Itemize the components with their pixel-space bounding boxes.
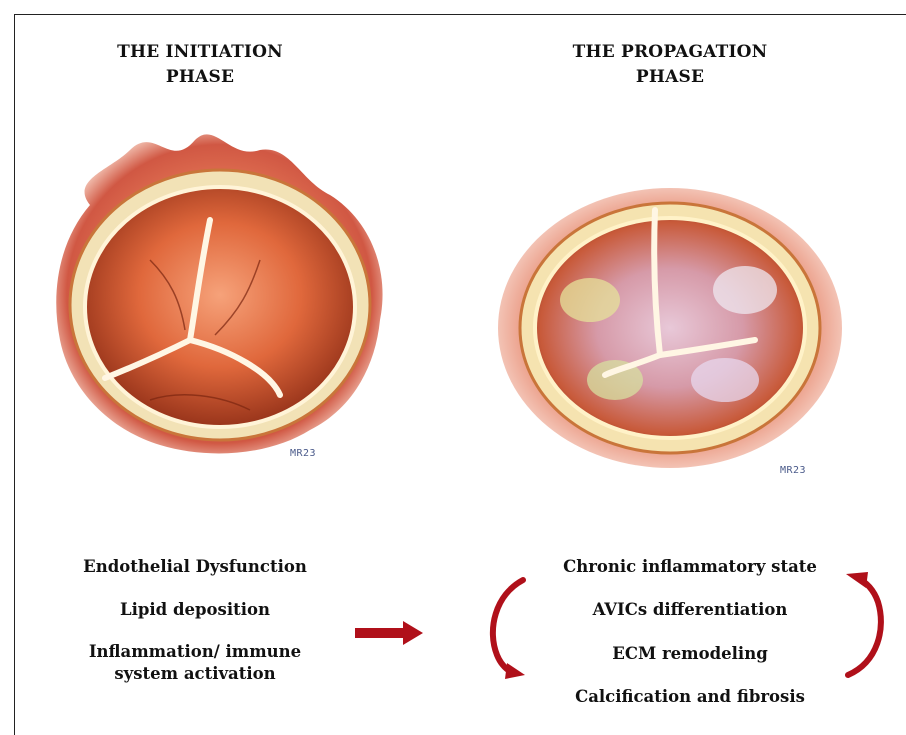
initiation-signature: MR23 <box>290 448 316 459</box>
propagation-title-line1: THE PROPAGATION <box>520 40 820 65</box>
propagation-valve-ring <box>520 203 820 453</box>
progression-arrow <box>355 618 425 648</box>
propagation-title-line2: PHASE <box>520 65 820 90</box>
propagation-phase-title: THE PROPAGATION PHASE <box>520 40 820 90</box>
propagation-label-ecm-remodeling: ECM remodeling <box>540 643 840 665</box>
initiation-label-inflammation: Inflammation/ immune system activation <box>60 641 330 685</box>
initiation-valve-illustration <box>30 110 410 470</box>
initiation-title-line1: THE INITIATION <box>60 40 340 65</box>
initiation-phase-title: THE INITIATION PHASE <box>60 40 340 90</box>
propagation-signature: MR23 <box>780 465 806 476</box>
initiation-label-lipid-deposition: Lipid deposition <box>60 599 330 621</box>
inflammation-line2: system activation <box>60 663 330 685</box>
propagation-label-chronic-inflammatory: Chronic inflammatory state <box>540 556 840 578</box>
propagation-valve-illustration <box>495 180 855 480</box>
inflammation-line1: Inflammation/ immune <box>60 641 330 663</box>
propagation-label-avics-differentiation: AVICs differentiation <box>540 599 840 621</box>
initiation-title-line2: PHASE <box>60 65 340 90</box>
initiation-label-endothelial-dysfunction: Endothelial Dysfunction <box>60 556 330 578</box>
cycle-arrow-right <box>840 570 890 680</box>
propagation-label-calcification-fibrosis: Calcification and fibrosis <box>540 686 840 708</box>
cycle-arrow-left <box>485 575 535 680</box>
